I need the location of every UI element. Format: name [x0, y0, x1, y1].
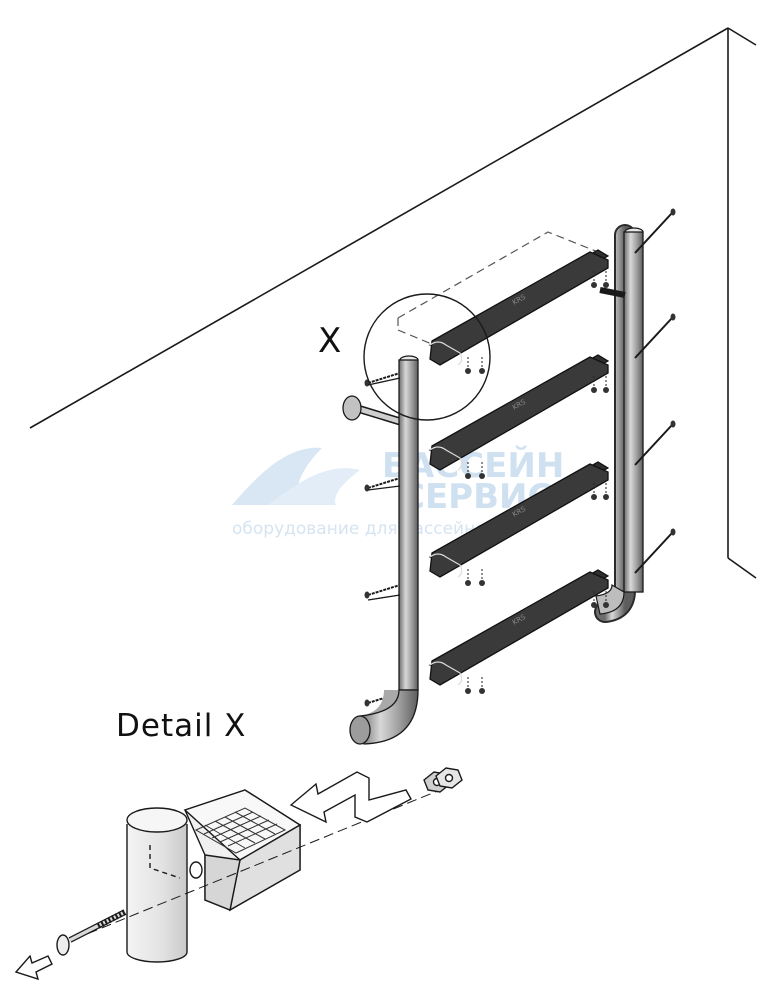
left-bolt: [367, 584, 401, 596]
left-bolt: [367, 372, 401, 384]
ladder-tread: KRS: [428, 461, 610, 578]
screw-head: [603, 387, 609, 393]
mounting-bolts: [364, 208, 676, 707]
phantom-tread: [397, 231, 599, 346]
screw-head: [603, 494, 609, 500]
screw-head: [479, 688, 485, 694]
detail-callout-label: X: [318, 321, 341, 361]
watermark-tagline: оборудование для бассейнов: [232, 519, 496, 539]
ladder-tread: KRS: [428, 249, 610, 366]
ladder-tread: KRS: [428, 569, 610, 686]
right-bolt: [634, 317, 673, 359]
ladder-tread: KRS: [428, 354, 610, 471]
right-handrail: [594, 224, 644, 623]
screw-head: [479, 580, 485, 586]
screw-head: [591, 494, 597, 500]
pool-wall: [29, 27, 757, 579]
bolt-direction-arrow-icon: [14, 954, 53, 981]
right-bolt: [634, 532, 673, 574]
watermark-wave-icon: [232, 447, 322, 505]
tube-end-cap: [349, 715, 371, 745]
screw-head: [603, 282, 609, 288]
screw-head: [591, 282, 597, 288]
insert-arrow-icon: [289, 771, 412, 824]
anti-slip-grid: [194, 807, 287, 854]
right-bolt: [634, 424, 673, 466]
detail-bolt: [56, 909, 127, 956]
right-bolt: [634, 212, 673, 254]
detail-nut: [423, 767, 463, 793]
detail-exploded-view: [14, 767, 463, 981]
screw-head: [603, 602, 609, 608]
detail-callout-circle: [363, 293, 491, 421]
screw-head: [465, 580, 471, 586]
screw-head: [465, 368, 471, 374]
left-handrail: [342, 355, 419, 745]
screw-head: [465, 473, 471, 479]
screw-head: [465, 688, 471, 694]
left-bolt: [367, 477, 401, 489]
detail-title: Detail X: [116, 708, 246, 744]
wall-flange: [342, 395, 362, 421]
screw-head: [591, 602, 597, 608]
screw-head: [479, 473, 485, 479]
screw-head: [591, 387, 597, 393]
screw-head: [479, 368, 485, 374]
